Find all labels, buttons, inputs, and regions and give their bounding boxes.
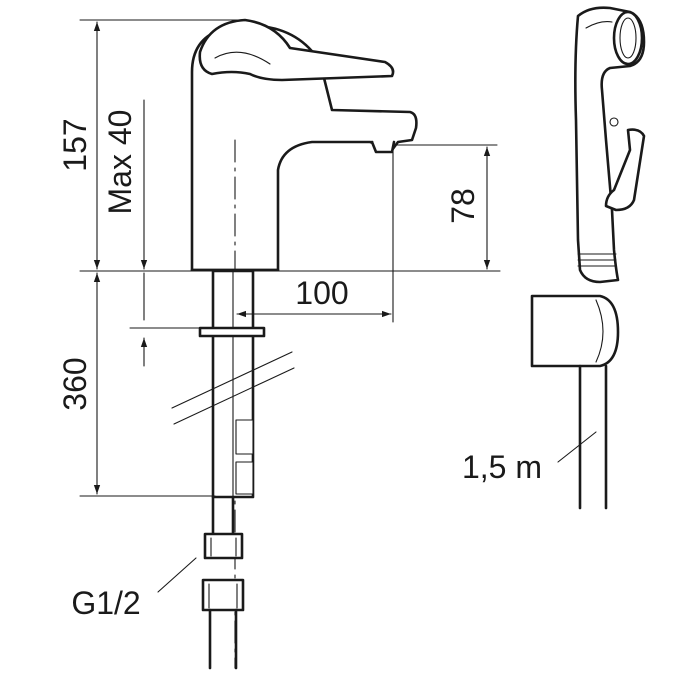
dimension-reach: 100 (236, 149, 394, 323)
connection-callout: G1/2 (71, 557, 197, 621)
dimension-157-label: 157 (57, 118, 93, 171)
faucet-body (190, 18, 418, 272)
connection-label: G1/2 (71, 585, 140, 621)
hand-shower (530, 6, 646, 510)
hose-length-label: 1,5 m (462, 449, 542, 485)
dimension-78-label: 78 (445, 188, 481, 224)
lever-handle (198, 18, 395, 82)
dimension-max-deck: Max 40 (102, 99, 213, 367)
shank-and-supply (171, 269, 295, 536)
dimension-total-height: 157 (57, 19, 249, 270)
dimension-360-label: 360 (57, 357, 93, 410)
dimension-spout-height: 78 (394, 144, 498, 270)
aerator (370, 140, 396, 154)
dimension-below-deck: 360 (57, 272, 216, 497)
g12-connector (201, 532, 245, 670)
dimension-100-label: 100 (295, 275, 348, 311)
dimension-max40-label: Max 40 (102, 110, 138, 215)
hose-length-callout: 1,5 m (462, 431, 597, 485)
